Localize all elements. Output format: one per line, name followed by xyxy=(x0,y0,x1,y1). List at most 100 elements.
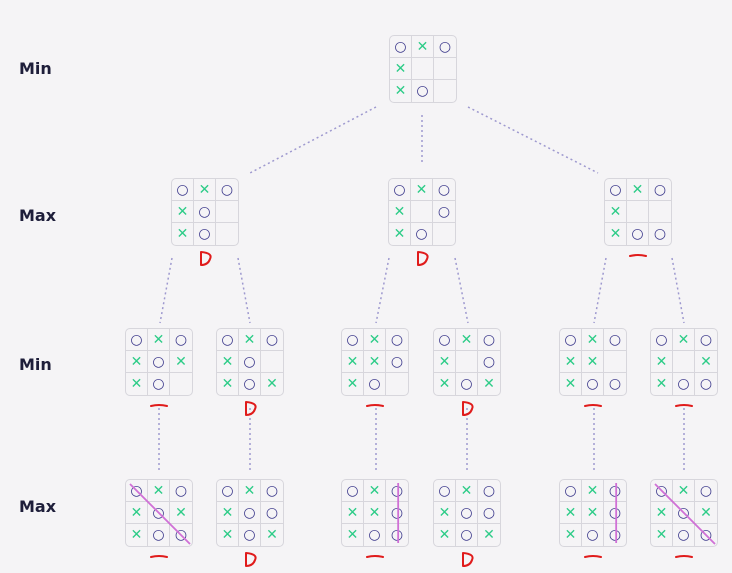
x-mark: ✕ xyxy=(673,480,695,502)
x-mark: ✕ xyxy=(390,80,412,102)
empty-cell xyxy=(434,80,456,102)
x-mark: ✕ xyxy=(364,502,386,524)
x-mark: ✕ xyxy=(126,351,148,373)
x-mark: ✕ xyxy=(364,480,386,502)
x-mark: ✕ xyxy=(389,223,411,245)
x-mark: ✕ xyxy=(342,524,364,546)
o-mark: ○ xyxy=(194,223,216,245)
x-mark: ✕ xyxy=(364,329,386,351)
o-mark: ○ xyxy=(434,36,456,58)
o-mark: ○ xyxy=(261,329,283,351)
empty-cell xyxy=(412,58,434,80)
board-l3-c: ○✕○✕✕○✕○○ xyxy=(341,479,409,547)
o-mark: ○ xyxy=(627,223,649,245)
o-mark: ○ xyxy=(651,480,673,502)
board-l2-a: ○✕○✕○✕✕○ xyxy=(125,328,193,396)
x-mark: ✕ xyxy=(434,502,456,524)
board-l1-b: ○✕○✕○✕○ xyxy=(388,178,456,246)
x-mark: ✕ xyxy=(695,351,717,373)
o-mark: ○ xyxy=(456,373,478,395)
tree-edge xyxy=(249,106,377,174)
o-mark: ○ xyxy=(653,226,667,242)
board-l2-f: ○✕○✕✕✕○○ xyxy=(650,328,718,396)
x-mark: ✕ xyxy=(582,480,604,502)
o-mark: ○ xyxy=(386,480,408,502)
empty-cell xyxy=(433,223,455,245)
o-mark: ○ xyxy=(605,179,627,201)
o-mark: ○ xyxy=(386,502,408,524)
x-mark: ✕ xyxy=(217,373,239,395)
x-mark: ✕ xyxy=(483,376,495,392)
o-mark: ○ xyxy=(433,179,455,201)
x-mark: ✕ xyxy=(434,351,456,373)
o-mark: ○ xyxy=(194,201,216,223)
o-mark: ○ xyxy=(608,376,622,392)
board-l1-a: ○✕○✕○✕○ xyxy=(171,178,239,246)
o-mark: ○ xyxy=(478,480,500,502)
x-mark: ✕ xyxy=(651,502,673,524)
empty-cell xyxy=(434,58,456,80)
board-l3-e: ○✕○✕✕○✕○○ xyxy=(559,479,627,547)
x-mark: ✕ xyxy=(239,329,261,351)
o-mark: ○ xyxy=(364,524,386,546)
x-mark: ✕ xyxy=(364,351,386,373)
x-mark: ✕ xyxy=(456,329,478,351)
o-mark: ○ xyxy=(478,329,500,351)
o-mark: ○ xyxy=(604,480,626,502)
o-mark: ○ xyxy=(478,351,500,373)
o-mark: ○ xyxy=(456,524,478,546)
empty-cell xyxy=(627,201,649,223)
board-l1-c: ○✕○✕✕○○ xyxy=(604,178,672,246)
o-mark: ○ xyxy=(478,502,500,524)
o-mark: ○ xyxy=(608,527,622,543)
o-mark: ○ xyxy=(217,329,239,351)
o-mark: ○ xyxy=(673,373,695,395)
empty-cell xyxy=(386,373,408,395)
board-l3-d: ○✕○✕○○✕○✕ xyxy=(433,479,501,547)
tree-edge xyxy=(375,257,390,324)
o-mark: ○ xyxy=(239,373,261,395)
o-mark: ○ xyxy=(582,524,604,546)
o-mark: ○ xyxy=(456,502,478,524)
o-mark: ○ xyxy=(342,329,364,351)
o-mark: ○ xyxy=(217,480,239,502)
o-mark: ○ xyxy=(386,329,408,351)
tree-edge xyxy=(454,257,469,324)
empty-cell xyxy=(673,351,695,373)
o-mark: ○ xyxy=(216,179,238,201)
level-label-max-1: Max xyxy=(19,206,57,225)
o-mark: ○ xyxy=(695,329,717,351)
x-mark: ✕ xyxy=(217,524,239,546)
o-mark: ○ xyxy=(239,502,261,524)
x-mark: ✕ xyxy=(560,502,582,524)
x-mark: ✕ xyxy=(673,329,695,351)
x-mark: ✕ xyxy=(651,524,673,546)
board-l3-b: ○✕○✕○○✕○✕ xyxy=(216,479,284,547)
o-mark: ○ xyxy=(261,480,283,502)
o-mark: ○ xyxy=(604,502,626,524)
o-mark: ○ xyxy=(695,480,717,502)
board-l2-d: ○✕○✕○✕○✕ xyxy=(433,328,501,396)
x-mark: ✕ xyxy=(126,502,148,524)
empty-cell xyxy=(649,201,671,223)
o-mark: ○ xyxy=(239,524,261,546)
tree-edge xyxy=(467,106,599,174)
o-mark: ○ xyxy=(148,502,170,524)
x-mark: ✕ xyxy=(266,527,278,543)
x-mark: ✕ xyxy=(651,351,673,373)
level-label-min-1: Min xyxy=(19,59,52,78)
o-mark: ○ xyxy=(434,329,456,351)
x-mark: ✕ xyxy=(627,179,649,201)
board-l3-a: ○✕○✕○✕✕○○ xyxy=(125,479,193,547)
o-mark: ○ xyxy=(261,502,283,524)
x-mark: ✕ xyxy=(582,351,604,373)
x-mark: ✕ xyxy=(651,373,673,395)
empty-cell xyxy=(411,201,433,223)
x-mark: ✕ xyxy=(342,502,364,524)
o-mark: ○ xyxy=(148,524,170,546)
o-mark: ○ xyxy=(389,179,411,201)
board-l2-e: ○✕○✕✕✕○○ xyxy=(559,328,627,396)
x-mark: ✕ xyxy=(126,373,148,395)
o-mark: ○ xyxy=(126,480,148,502)
